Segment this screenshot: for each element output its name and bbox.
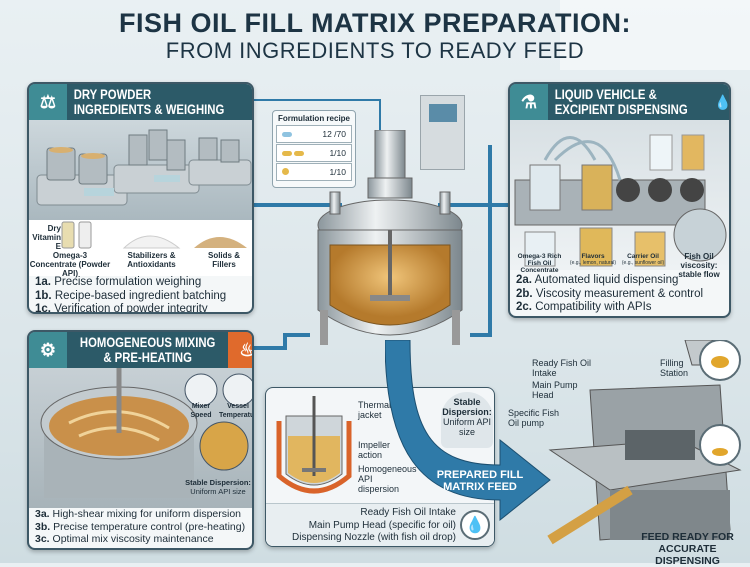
page-title: FISH OIL FILL MATRIX PREPARATION: xyxy=(119,8,631,38)
ingredients-row: Dry Vitamin E Omega-3 Concentrate (Powde… xyxy=(29,220,252,278)
panel-mixing: ⚙ HOMOGENEOUS MIXING& PRE-HEATING ♨ Mixe… xyxy=(27,330,254,550)
step-item: 3a. High-shear mixing for uniform disper… xyxy=(35,508,242,520)
vessel-cross-section xyxy=(276,396,352,494)
step-item: 3c. Optimal mix viscosity maintenance xyxy=(35,533,214,545)
stable-dispersion-bubble: Stable Dispersion:Uniform API size xyxy=(441,392,493,448)
item-flavors: Flavors(e.g., lemon, natural) xyxy=(569,253,617,266)
label-ready-fish-oil-intake: Ready Fish Oil Intake xyxy=(532,358,592,378)
step-item: 3b. Precise temperature control (pre-hea… xyxy=(35,520,246,533)
step-item: 2c. Compatibility with APIs xyxy=(516,301,652,313)
scales-illustration xyxy=(29,120,252,220)
softgel-icon xyxy=(282,148,306,158)
step-item: 1b. Recipe-based ingredient batching xyxy=(35,289,227,302)
intake-line: Main Pump Head (specific for oil) xyxy=(308,519,456,531)
label-thermal-jacket: Thermal jacket xyxy=(358,400,392,420)
prepared-feed-arrow xyxy=(385,340,551,522)
label-impeller-action: Impeller action xyxy=(358,440,391,460)
heat-icon: ♨ xyxy=(228,332,252,368)
powder-pile-white xyxy=(122,235,181,249)
mixer-icon: ⚙ xyxy=(29,332,67,368)
mixing-vessel xyxy=(317,130,463,345)
ingredient-omega3: Omega-3 Concentrate (Powder API) xyxy=(29,251,111,278)
encapsulation-machine xyxy=(547,340,742,545)
gauge-vessel-temperature: Vessel Temperature xyxy=(219,403,254,419)
panel-title-line2: EXCIPIENT DISPENSING xyxy=(554,102,688,117)
panel-header: ⚙ HOMOGENEOUS MIXING& PRE-HEATING ♨ xyxy=(29,332,252,368)
panel-title-line1: HOMOGENEOUS MIXING xyxy=(79,335,216,350)
label-specific-fish-oil-pump: Specific Fish Oil pump xyxy=(508,408,560,428)
panel-title-line1: LIQUID VEHICLE & xyxy=(554,87,657,102)
panel-title-line1: DRY POWDER xyxy=(73,87,152,102)
powder-pile-tan xyxy=(194,237,247,248)
panel-header: ⚗ LIQUID VEHICLE &EXCIPIENT DISPENSING 💧 xyxy=(510,84,729,120)
steps-list: 3a. High-shear mixing for uniform disper… xyxy=(35,508,245,546)
round-softgel-icon xyxy=(282,167,291,177)
ingredient-vitamin-e: Dry Vitamin E xyxy=(32,224,61,251)
background-window xyxy=(560,0,750,70)
steps-list: 1a. Precise formulation weighing 1b. Rec… xyxy=(35,276,227,314)
ingredient-solids: Solids & Fillers xyxy=(207,251,240,269)
arrow-loop xyxy=(470,145,492,337)
vial-icon xyxy=(78,221,92,249)
step-item: 1c. Verification of powder integrity xyxy=(35,303,208,314)
dispersion-label: Stable Dispersion:Uniform API size xyxy=(185,478,251,496)
viscosity-magnifier xyxy=(673,208,727,262)
control-cabinet xyxy=(420,95,465,170)
arrow-mixing-to-vessel xyxy=(253,333,310,350)
recipe-title: Formulation recipe xyxy=(277,114,350,123)
step-item: 1a. Precise formulation weighing xyxy=(35,276,202,288)
panel-title-line2: & PRE-HEATING xyxy=(103,350,192,365)
intake-line: Dispensing Nozzle (with fish oil drop) xyxy=(292,532,456,543)
item-omega3-oil: Omega-3 Rich Fish Oil Concentrate xyxy=(517,253,562,274)
mixing-illustration xyxy=(29,368,252,508)
steps-list: 2a. Automated liquid dispensing 2b. Visc… xyxy=(516,274,703,315)
balance-scale-icon: ⚖ xyxy=(29,84,67,120)
page-subtitle: FROM INGREDIENTS TO READY FEED xyxy=(165,38,585,63)
step-item: 2b. Viscosity measurement & control xyxy=(516,287,704,300)
ingredient-stabilizers: Stabilizers & Antioxidants xyxy=(127,251,176,269)
recipe-row: 1/10 xyxy=(276,163,352,181)
label-main-pump-head: Main Pump Head xyxy=(532,380,578,400)
connector-dry-to-vessel xyxy=(253,99,381,130)
viscosity-label: Fish Oil viscosity: stable flow xyxy=(678,252,720,279)
gauge-mixer-speed: Mixer Speed xyxy=(190,403,212,419)
vial-icon xyxy=(61,221,75,249)
intake-line: Ready Fish Oil Intake xyxy=(360,507,456,518)
flask-icon: ⚗ xyxy=(510,84,548,120)
capsule-icon xyxy=(282,129,294,139)
formulation-recipe-card: Formulation recipe 12 /70 1/10 1/10 xyxy=(272,110,356,188)
step-item: 2a. Automated liquid dispensing xyxy=(516,274,679,286)
recipe-row: 12 /70 xyxy=(276,125,352,143)
dispensing-illustration xyxy=(510,120,729,270)
item-carrier-oil: Carrier Oil(e.g., sunflower oil) xyxy=(621,253,665,266)
oil-drop-icon: 💧 xyxy=(460,510,490,540)
droplets-icon: 💧 xyxy=(714,93,731,110)
panel-title-line2: INGREDIENTS & WEIGHING xyxy=(73,102,225,117)
panel-liquid-vehicle: ⚗ LIQUID VEHICLE &EXCIPIENT DISPENSING 💧… xyxy=(508,82,731,318)
recipe-row: 1/10 xyxy=(276,144,352,162)
intake-legend: Ready Fish Oil Intake Main Pump Head (sp… xyxy=(266,503,494,546)
label-homogeneous-dispersion: Homogeneous API dispersion xyxy=(358,464,417,494)
label-filling-station: Filling Station xyxy=(660,358,689,378)
